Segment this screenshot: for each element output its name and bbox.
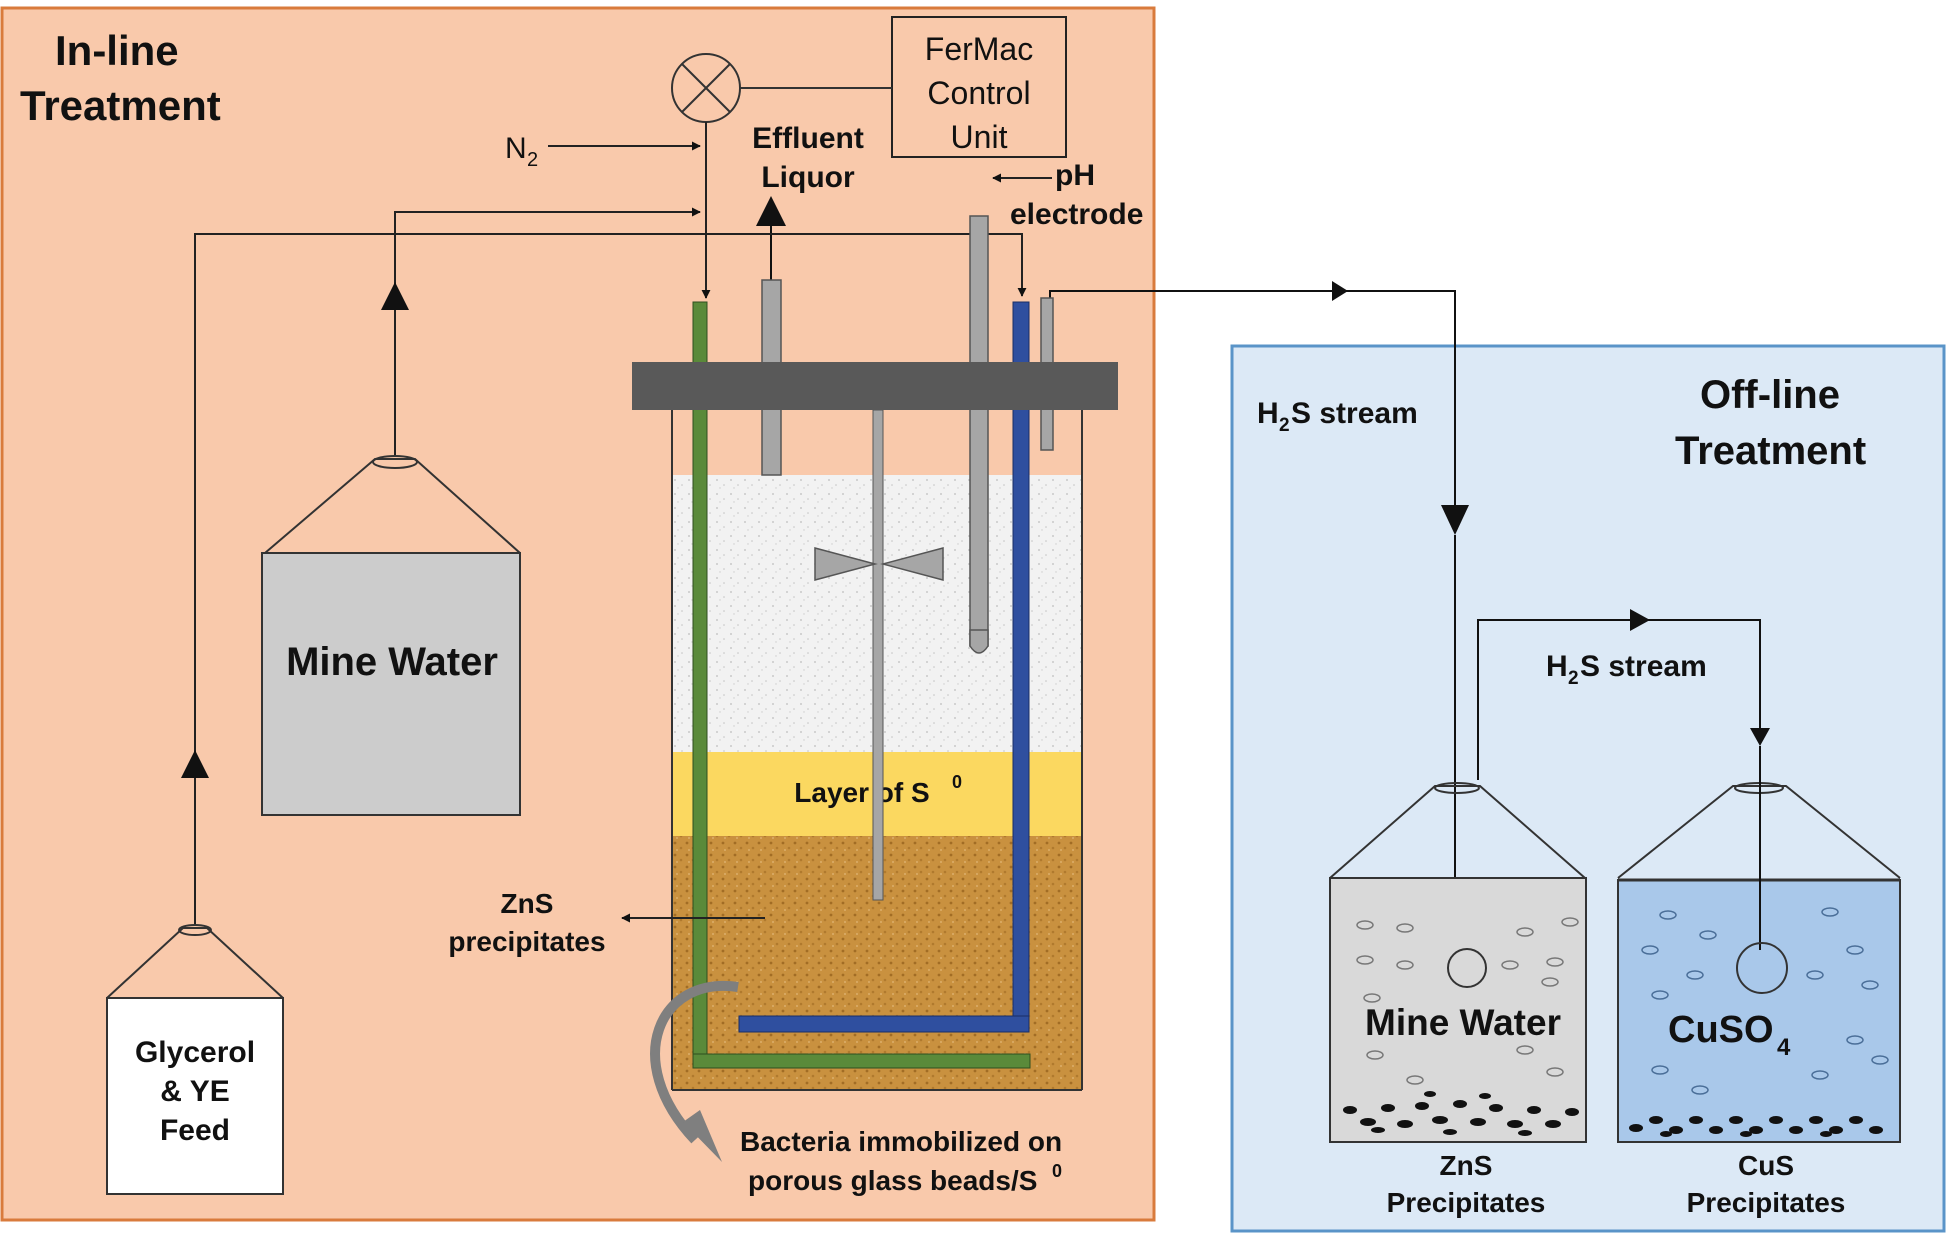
svg-text:Precipitates: Precipitates (1687, 1187, 1846, 1218)
svg-text:Bacteria immobilized on: Bacteria immobilized on (740, 1126, 1062, 1157)
svg-text:4: 4 (1777, 1034, 1791, 1061)
svg-text:ZnS: ZnS (501, 888, 554, 919)
stirrer-shaft (872, 409, 884, 901)
h2s-stream-label-2: H 2 S stream (1546, 650, 1707, 689)
feed-lines (181, 122, 1469, 945)
cuso4-flask: CuSO 4 CuS Precipitates (1617, 746, 1901, 1218)
down-arrow-icon (1750, 728, 1770, 746)
fermac-control-unit: FerMac Control Unit (891, 16, 1067, 158)
mine-water-tank: Mine Water (261, 455, 521, 816)
bacteria-label: Bacteria immobilized on porous glass bea… (650, 980, 1062, 1196)
sulfur-layer-label: Layer of S (794, 777, 929, 808)
down-arrow-icon (1441, 505, 1469, 535)
svg-text:pH: pH (1055, 159, 1095, 192)
inline-title: In-line (55, 27, 179, 74)
green-inlet-tube (692, 301, 708, 1067)
up-arrow-icon (381, 282, 409, 310)
ph-electrode (969, 215, 989, 647)
offline-title-2: Treatment (1675, 429, 1866, 473)
svg-text:FerMac: FerMac (925, 31, 1033, 67)
zns-precipitates-label: ZnS precipitates (448, 888, 765, 957)
up-arrow-icon (181, 750, 209, 778)
reactor-lid (632, 362, 1118, 410)
cus-precipitates-caption: CuS (1738, 1150, 1794, 1181)
svg-text:Control: Control (927, 75, 1030, 111)
svg-text:Effluent: Effluent (752, 122, 864, 155)
n2-inlet: N 2 (505, 132, 701, 171)
svg-text:precipitates: precipitates (448, 926, 605, 957)
effluent-liquor: Effluent Liquor (752, 122, 864, 280)
svg-text:0: 0 (952, 772, 962, 792)
svg-text:Mine Water: Mine Water (1365, 1002, 1561, 1043)
svg-text:S stream: S stream (1580, 650, 1707, 683)
svg-text:0: 0 (1052, 1161, 1062, 1181)
svg-text:Liquor: Liquor (761, 161, 855, 194)
svg-text:Unit: Unit (951, 119, 1008, 155)
svg-text:2: 2 (1568, 668, 1579, 689)
right-arrow-icon (1332, 281, 1348, 301)
h2s-transfer-line (1477, 609, 1770, 780)
svg-text:& YE: & YE (160, 1075, 229, 1108)
curved-arrow-icon (650, 980, 739, 1144)
svg-text:Feed: Feed (160, 1114, 230, 1147)
cus-precipitate-particles (1629, 1116, 1883, 1137)
svg-text:Precipitates: Precipitates (1387, 1187, 1546, 1218)
svg-text:electrode: electrode (1010, 198, 1143, 231)
mine-water-flask: Mine Water ZnS Precipitates (1329, 782, 1587, 1218)
zns-precipitate-particles (1343, 1091, 1579, 1136)
svg-text:CuSO: CuSO (1668, 1009, 1774, 1051)
svg-text:Glycerol: Glycerol (135, 1036, 255, 1069)
svg-text:H: H (1546, 650, 1568, 683)
blue-inlet-tube (1012, 301, 1030, 1033)
impeller-icon (814, 547, 878, 581)
offline-title: Off-line (1700, 373, 1840, 417)
svg-text:2: 2 (527, 149, 538, 171)
up-arrow-icon (756, 196, 786, 226)
inline-title-2: Treatment (20, 82, 221, 129)
bioreactor: Layer of S 0 (632, 215, 1118, 1091)
right-arrow-icon (1630, 609, 1650, 631)
glycerol-feed-bottle: Glycerol & YE Feed (106, 924, 284, 1195)
svg-text:porous glass beads/S: porous glass beads/S (748, 1165, 1037, 1196)
svg-text:S stream: S stream (1291, 397, 1418, 430)
svg-text:H: H (1257, 397, 1279, 430)
zns-precipitates-caption: ZnS (1440, 1150, 1493, 1181)
svg-text:Mine Water: Mine Water (286, 640, 498, 684)
svg-text:2: 2 (1279, 415, 1290, 436)
h2s-stream-label-1: H 2 S stream (1257, 397, 1418, 436)
ph-electrode-label: pH electrode (992, 159, 1143, 231)
svg-text:N: N (505, 132, 527, 165)
